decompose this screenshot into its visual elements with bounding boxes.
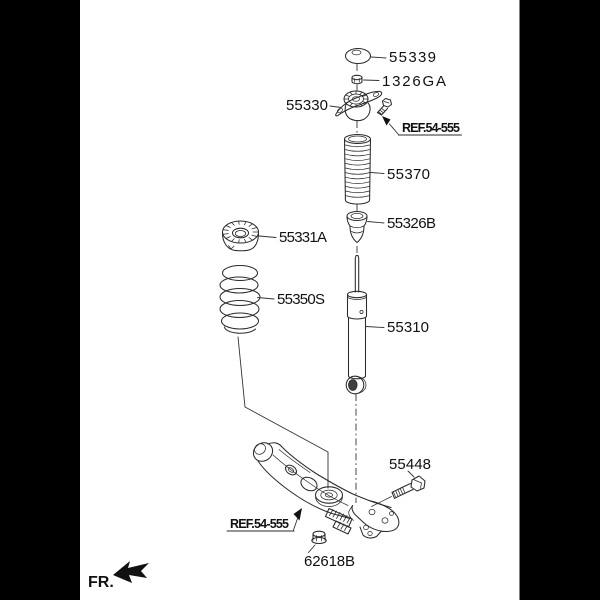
leader-55339 xyxy=(370,56,387,59)
ref-top-callout xyxy=(382,116,463,136)
leader-55350S xyxy=(257,297,275,300)
part-bump-stopper-drawing xyxy=(346,210,385,244)
front-direction-label: FR. xyxy=(88,574,114,591)
part-cap-drawing xyxy=(344,47,387,65)
ref-bottom-callout xyxy=(226,508,302,532)
spring-pad-hatch xyxy=(222,220,259,244)
leader-55448 xyxy=(407,470,415,478)
front-direction-arrow-icon xyxy=(113,561,149,583)
part-bolt-drawing xyxy=(371,470,426,507)
ref-label-top: REF.54-555 xyxy=(402,121,460,135)
leader-1326GA xyxy=(363,79,380,81)
leader-55370 xyxy=(370,172,385,174)
part-label-coil-spring: 55350S xyxy=(277,291,325,308)
part-small-nut-drawing xyxy=(351,74,380,85)
ref-top-arrowhead xyxy=(382,116,391,126)
ref-label-bottom: REF.54-555 xyxy=(230,517,289,531)
part-strut-mount-drawing xyxy=(329,90,383,122)
part-dust-cover-drawing xyxy=(343,133,385,205)
leader-55326B xyxy=(367,221,385,224)
part-ref-bolt-top-drawing xyxy=(376,97,393,116)
bolt-axis-line xyxy=(371,496,392,507)
part-label-small-nut: 1326GA xyxy=(382,73,446,90)
part-coil-spring-drawing xyxy=(219,264,275,334)
mount-bearing-hatch xyxy=(343,90,369,108)
part-label-flange-nut: 62618B xyxy=(304,553,355,570)
diagram-paper xyxy=(80,0,520,600)
part-label-bump-stopper: 55326B xyxy=(387,215,436,232)
part-shock-absorber-drawing xyxy=(345,254,385,395)
bellows-ribs xyxy=(345,144,370,198)
ref-bottom-leader xyxy=(293,518,298,531)
leader-55310 xyxy=(365,326,385,328)
part-label-spring-pad: 55331A xyxy=(279,229,327,246)
ref-bottom-arrowhead xyxy=(293,508,302,521)
front-direction-marker xyxy=(113,561,149,583)
part-lower-arm-drawing xyxy=(252,442,400,539)
part-spring-pad-drawing xyxy=(221,220,277,252)
part-label-strut-mount: 55330 xyxy=(286,97,328,114)
leader-spring-seat xyxy=(237,336,329,489)
ref-top-leader xyxy=(389,123,399,135)
leader-55331A xyxy=(258,235,277,238)
part-label-dust-cover: 55370 xyxy=(387,166,430,183)
part-label-shock-absorber: 55310 xyxy=(387,319,429,336)
part-label-cap: 55339 xyxy=(389,49,436,66)
leader-62618B xyxy=(308,544,316,553)
part-label-bolt: 55448 xyxy=(389,456,431,473)
arm-cam-hatch xyxy=(324,507,353,535)
leader-55330 xyxy=(329,105,342,108)
part-flange-nut-drawing xyxy=(308,530,327,553)
